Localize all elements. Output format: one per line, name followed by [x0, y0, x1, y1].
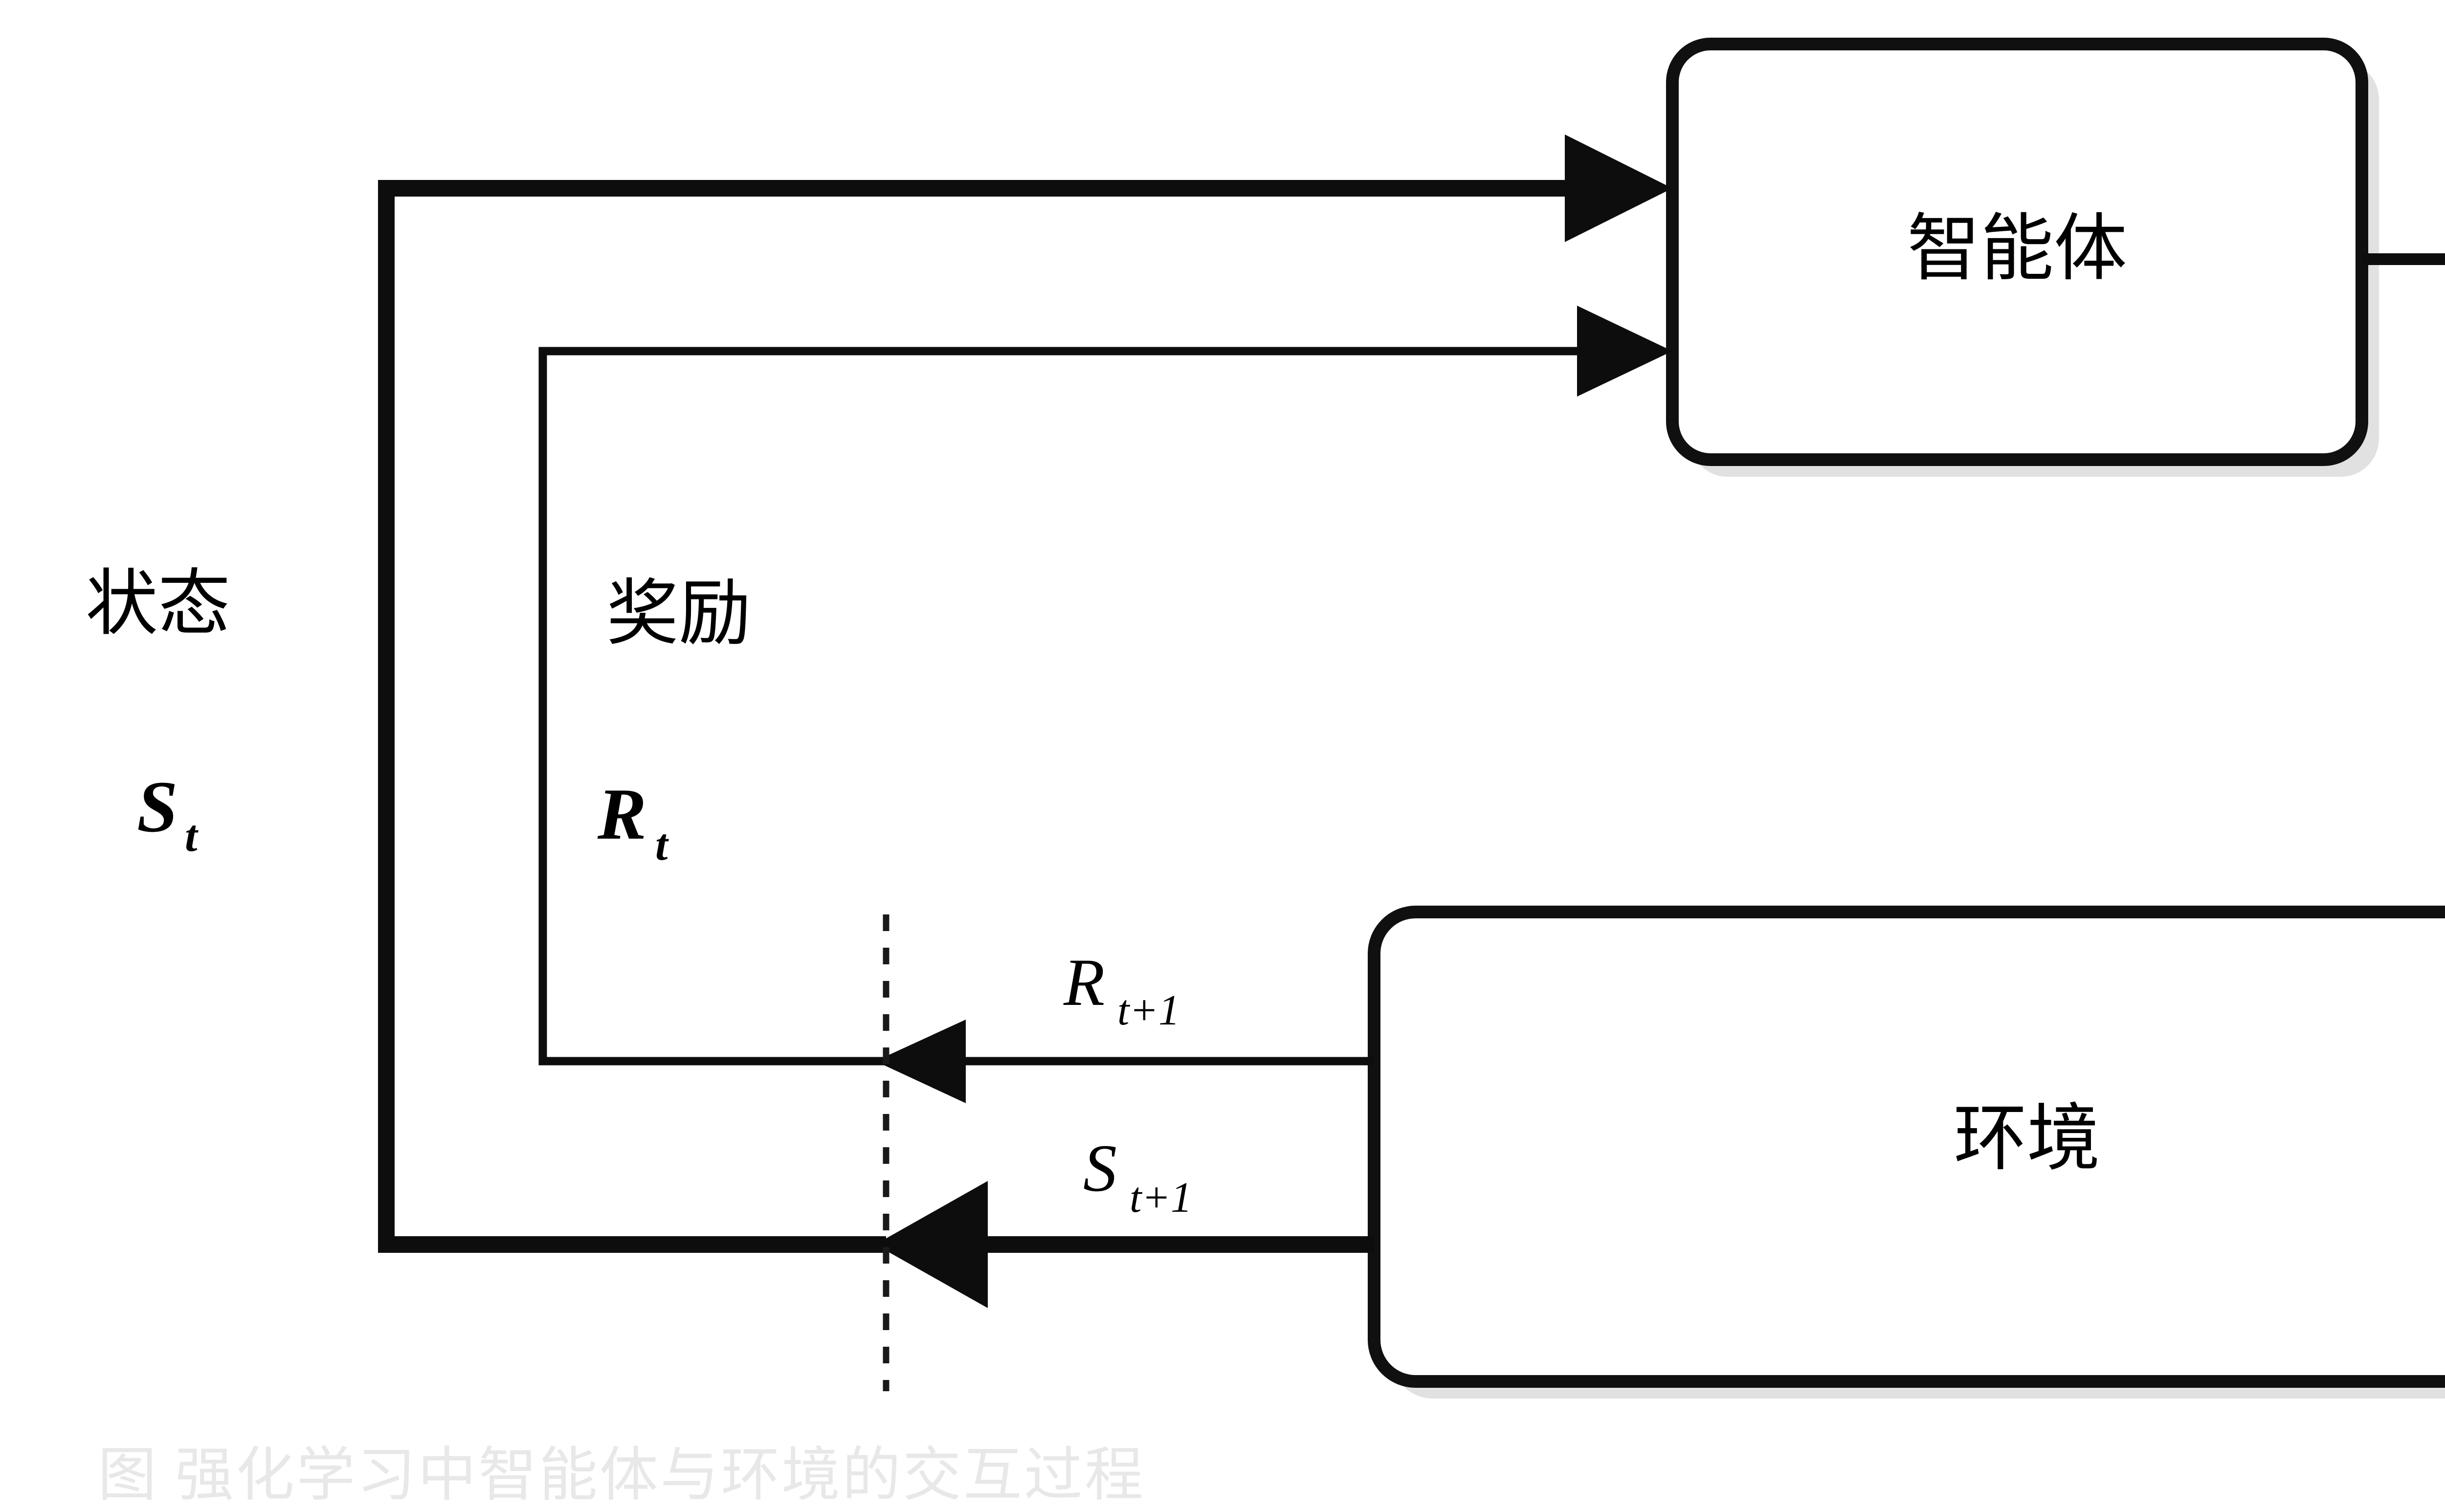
figure-caption: 图 强化学习中智能体与环境的交互过程: [98, 1443, 1145, 1508]
state-edge-line: [378, 180, 1633, 1253]
reward-edge-path[interactable]: [538, 306, 1672, 1066]
state-edge-path[interactable]: [378, 134, 1672, 1253]
state-label-group: 状态 S t: [86, 564, 230, 861]
next-reward-arrowhead-icon: [875, 1020, 966, 1103]
agent-node[interactable]: 智能体: [1666, 38, 2379, 477]
next-reward-symbol: R: [1063, 945, 1105, 1020]
state-symbol: S: [137, 766, 178, 847]
agent-box[interactable]: [1666, 38, 2368, 466]
next-reward-subscript: t+1: [1117, 987, 1180, 1034]
environment-box-label: 环境: [1954, 1098, 2100, 1179]
next-reward-label-group: R t+1: [1063, 945, 1180, 1034]
next-state-arrowhead-icon: [875, 1181, 988, 1308]
next-reward-edge-path[interactable]: [875, 1020, 1374, 1103]
next-state-subscript: t+1: [1130, 1174, 1192, 1222]
state-arrowhead-icon: [1565, 134, 1672, 242]
state-symbol-subscript: t: [185, 811, 199, 861]
reward-arrowhead-icon: [1577, 306, 1672, 397]
next-state-edge-path[interactable]: [875, 1181, 1374, 1308]
reward-label-cjk: 奖励: [606, 574, 751, 654]
reward-edge-line: [538, 347, 1636, 1066]
next-state-symbol: S: [1083, 1131, 1117, 1205]
environment-node[interactable]: 环境: [1368, 906, 2445, 1399]
reward-symbol: R: [597, 774, 646, 855]
state-label-cjk: 状态: [86, 564, 230, 645]
environment-box[interactable]: [1368, 906, 2445, 1388]
reward-label-group: 奖励 R t: [597, 574, 751, 869]
agent-box-label: 智能体: [1907, 208, 2127, 289]
next-state-label-group: S t+1: [1083, 1131, 1192, 1222]
reward-symbol-subscript: t: [655, 820, 669, 869]
